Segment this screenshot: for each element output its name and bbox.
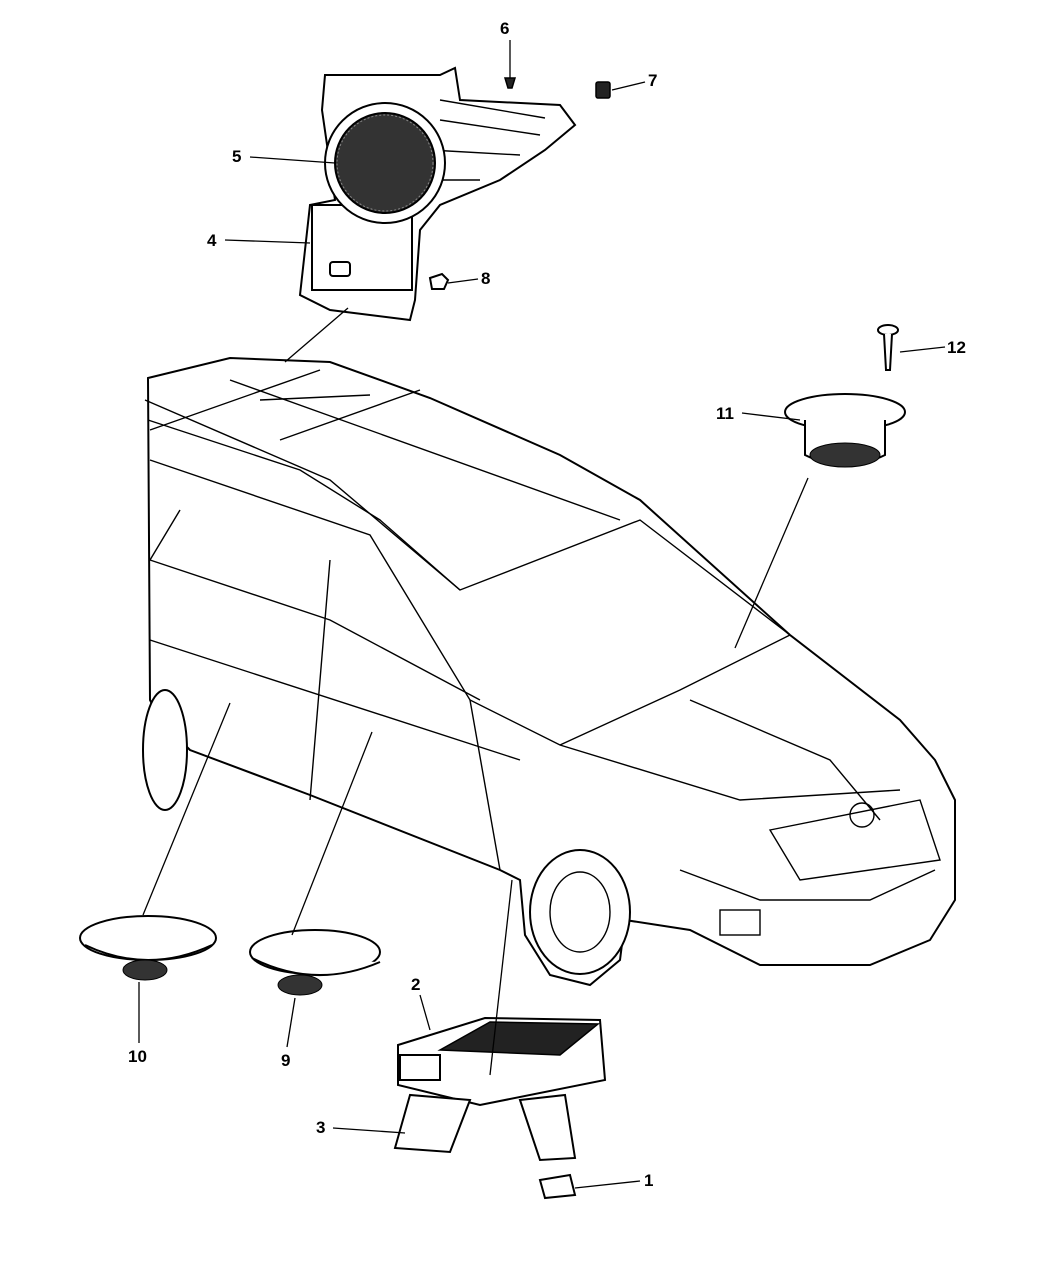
callout-3: 3 (316, 1118, 325, 1137)
speaker-9 (249, 929, 381, 996)
nut-8 (428, 272, 450, 290)
leader-lines (138, 40, 946, 1189)
vehicle-illustration (142, 356, 956, 987)
callout-9: 9 (281, 1051, 290, 1070)
callout-2: 2 (411, 975, 420, 994)
nut-1 (538, 1173, 577, 1200)
callout-1: 1 (644, 1171, 653, 1190)
speaker-10 (79, 915, 217, 981)
callout-12: 12 (947, 338, 966, 357)
callout-6: 6 (500, 19, 509, 38)
amplifier-bracket (393, 1093, 577, 1162)
amplifier (397, 1016, 607, 1107)
callout-4: 4 (207, 231, 217, 250)
clip-7 (595, 81, 611, 99)
push-pin-12 (877, 324, 899, 371)
callout-7: 7 (648, 71, 657, 90)
callout-10: 10 (128, 1047, 147, 1066)
speaker-11 (784, 393, 906, 468)
subwoofer-speaker (324, 102, 446, 224)
callout-8: 8 (481, 269, 490, 288)
callout-11: 11 (716, 404, 734, 423)
screw-6 (503, 77, 517, 89)
callout-5: 5 (232, 147, 241, 166)
